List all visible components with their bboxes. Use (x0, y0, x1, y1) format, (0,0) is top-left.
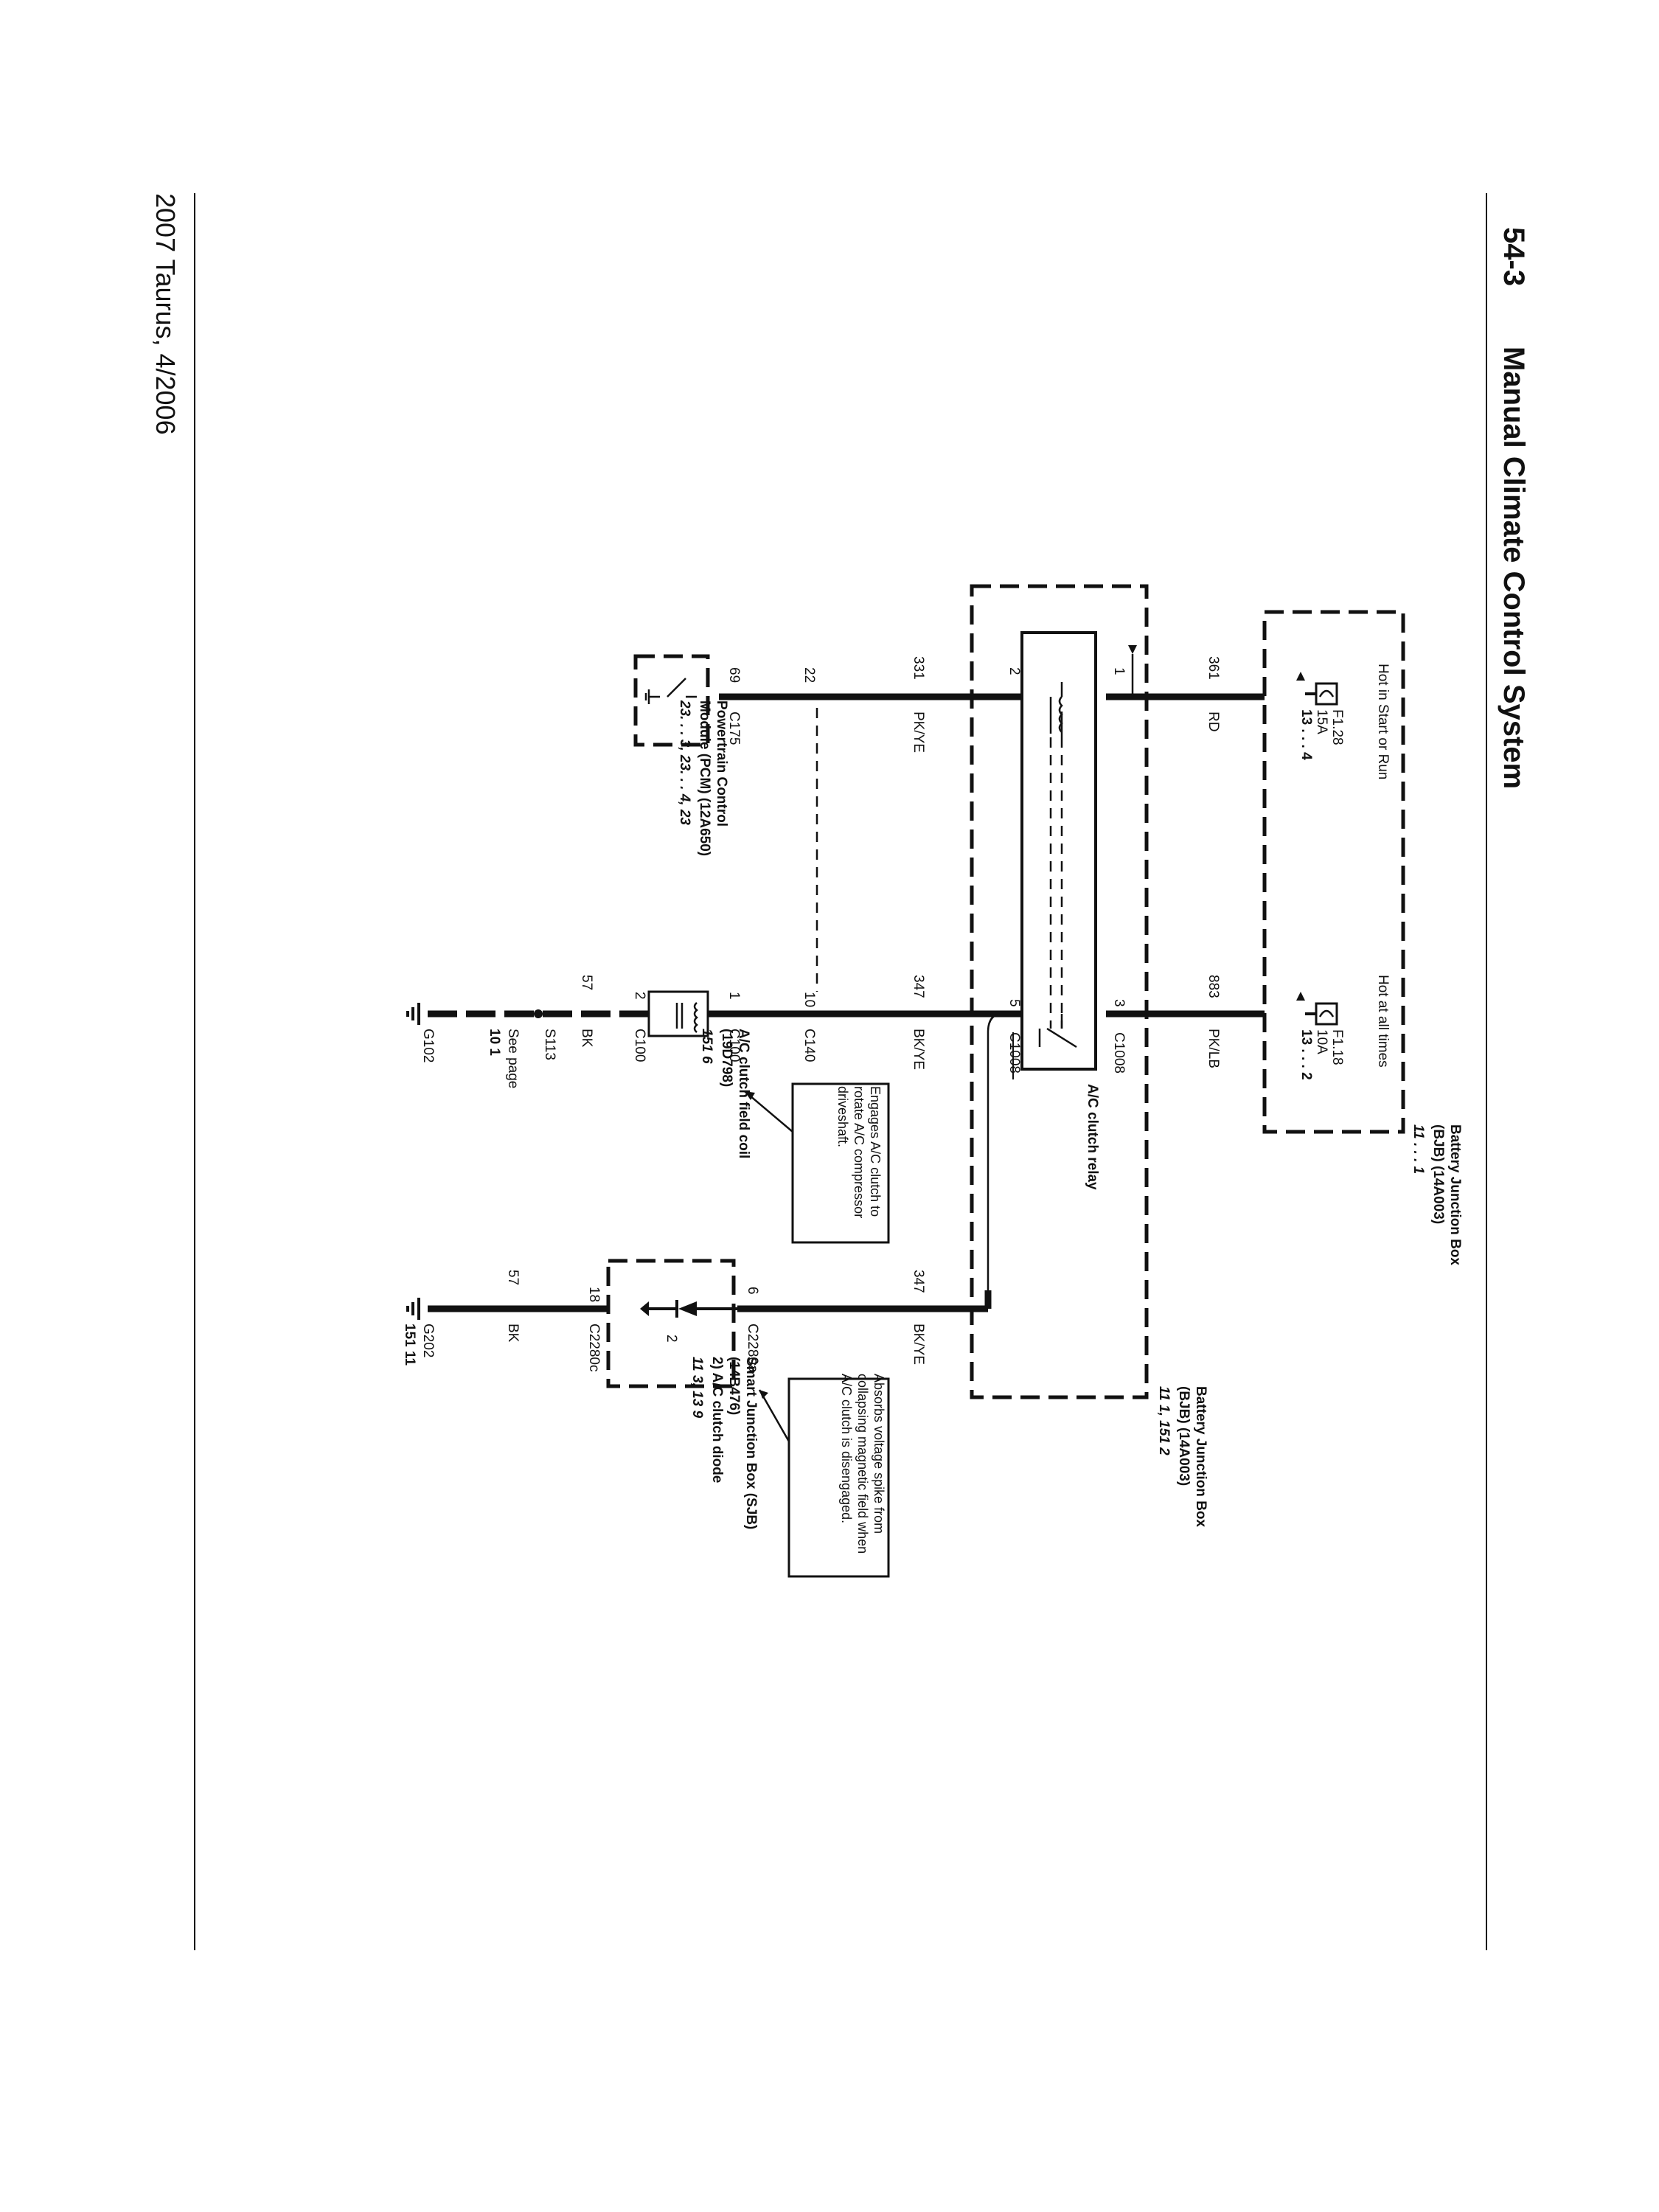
sjb-connector-a: C2280a (745, 1324, 760, 1373)
splice-see-page: See page (505, 1029, 521, 1088)
diode-icon (640, 1300, 737, 1318)
clutch-pin-2: 2 (632, 992, 647, 1000)
relay-feed-up-arrow (1128, 645, 1137, 654)
pcm-ref: 23. . . 3, 23. . . 4, 23 (677, 700, 692, 825)
relay-pin-1: 1 (1111, 667, 1127, 675)
relay-pin-2: 2 (1006, 667, 1022, 675)
relay-pin-3: 3 (1111, 999, 1127, 1007)
bjb-top-label: Battery Junction Box (BJB) (14A003) (1430, 1124, 1463, 1266)
wire-347-sjb-color: BK/YE (911, 1324, 926, 1365)
clutch-note-arrowhead (745, 1091, 755, 1100)
relay-connector-bottom: C1008 (1006, 1032, 1022, 1074)
relay-connector-top: C1008 (1111, 1032, 1127, 1074)
fuse-f1-28-ref: 13 . . . 4 (1298, 709, 1314, 760)
wire-57-right-color: BK (505, 1324, 521, 1343)
fuse-f1-28-name: F1.28 (1329, 709, 1345, 745)
splice-see-ref: 10 1 (487, 1029, 502, 1056)
diode-note-arrowhead (759, 1390, 768, 1399)
pcm-pin-22: 22 (801, 667, 817, 683)
diode-index: 2 (664, 1335, 679, 1343)
wire-347-sjb-circuit: 347 (911, 1270, 926, 1293)
bjb-relay-label-box: Battery Junction Box (BJB) (14A003) 11 1… (1156, 1386, 1208, 1528)
ground-g102-icon (406, 1003, 420, 1025)
relay-name: A/C clutch relay (1085, 1084, 1100, 1190)
fuse-f1-18-ref: 13 . . . 2 (1298, 1029, 1314, 1080)
bjb-relay-box (970, 584, 1149, 1399)
ground-g102: G102 (420, 1029, 436, 1062)
pcm-connector: C175 (726, 712, 742, 745)
sjb-label-box: Smart Junction Box (SJB) (14B476) 2) A/C… (689, 1357, 759, 1530)
clutch-note-text-box: Engages A/C clutch to rotate A/C compres… (835, 1086, 883, 1219)
wire-347-clutch-circuit: 347 (911, 975, 926, 998)
wire-883-color: PK/LB (1206, 1029, 1221, 1068)
pcm-switch-icon (644, 678, 697, 704)
clutch-connector-top: C100 (726, 1029, 742, 1062)
sjb-connector-c: C2280c (586, 1324, 602, 1372)
wire-883-circuit: 883 (1206, 975, 1221, 998)
bjb-relay-ref: 11 1, 151 2 (1156, 1386, 1172, 1455)
clutch-label: A/C clutch field coil (19D798) (719, 1029, 751, 1159)
footer-model-date: 2007 Taurus, 4/2006 (150, 193, 181, 435)
pcm-pin-69: 69 (726, 667, 742, 683)
sjb-ref: 11 3, 13 9 (689, 1357, 705, 1419)
relay-box (1020, 631, 1097, 1071)
diode-note-text-box: Absorbs voltage spike from collapsing ma… (839, 1374, 886, 1554)
sjb-label: Smart Junction Box (SJB) (14B476) (726, 1357, 759, 1530)
clutch-ref: 151 6 (699, 1029, 714, 1064)
page-title: Manual Climate Control System (1498, 347, 1530, 789)
wire-57-left-circuit: 57 (579, 975, 594, 990)
wire-331-color: PK/YE (911, 712, 926, 753)
wire-57-left-color: BK (579, 1029, 594, 1048)
fuse-f1-28-up-arrow (1296, 672, 1305, 681)
clutch-note: Engages A/C clutch to rotate A/C compres… (835, 1086, 883, 1219)
wire-361-circuit: 361 (1206, 656, 1221, 680)
clutch-coil-icon (675, 1002, 698, 1033)
wire-347-branch (987, 1012, 1022, 1290)
sjb-diode-label: 2) A/C clutch diode (709, 1357, 725, 1484)
fuse-f1-28-icon (1305, 682, 1338, 706)
diode-note: Absorbs voltage spike from collapsing ma… (839, 1374, 886, 1554)
fuse-f1-18-rating: 10A (1314, 1029, 1329, 1054)
pcm-label: Powertrain Control Module (PCM) (12A650) (697, 700, 729, 857)
wire-361-color: RD (1206, 712, 1221, 731)
bjb-top-fuse-a-label: Hot in Start or Run (1375, 664, 1391, 779)
page-number: 54-3 (1498, 227, 1530, 286)
clutch-note-box (791, 1082, 890, 1244)
relay-coil-icon (1049, 682, 1063, 737)
diode-note-leader (758, 1389, 790, 1442)
c140-connector: C140 (801, 1029, 817, 1062)
wire-57-right-circuit: 57 (505, 1270, 521, 1285)
ground-g202: G202 (420, 1324, 436, 1357)
sjb-box (606, 1259, 736, 1388)
relay-switch-icon (1038, 737, 1077, 1048)
bjb-relay-label: Battery Junction Box (BJB) (14A003) (1176, 1386, 1208, 1528)
sjb-pin-6: 6 (745, 1287, 760, 1295)
wire-331-circuit: 331 (911, 656, 926, 680)
sjb-pin-18: 18 (586, 1287, 602, 1302)
bjb-top-label-box: Battery Junction Box (BJB) (14A003) 11 .… (1411, 1124, 1463, 1266)
bjb-top-box (1262, 610, 1405, 1134)
clutch-pin-1: 1 (726, 992, 742, 1000)
fuse-f1-18-icon (1305, 1002, 1338, 1026)
c140-pin-10: 10 (801, 992, 817, 1007)
bjb-top-ref: 11 . . . 1 (1411, 1124, 1426, 1175)
pcm-box (633, 654, 710, 747)
clutch-label-box: A/C clutch field coil (19D798) 151 6 (699, 1029, 751, 1159)
ground-g202-icon (406, 1298, 420, 1320)
fuse-f1-28-rating: 15A (1314, 709, 1329, 734)
wire-347-clutch-color: BK/YE (911, 1029, 926, 1070)
splice-s113 (534, 1009, 543, 1018)
clutch-connector-bottom: C100 (632, 1029, 647, 1062)
pcm-label-box: Powertrain Control Module (PCM) (12A650)… (677, 700, 729, 857)
clutch-note-leader (744, 1091, 793, 1133)
bjb-top-fuse-b-label: Hot at all times (1375, 975, 1391, 1068)
diode-note-box (787, 1377, 890, 1578)
fuse-f1-18-name: F1.18 (1329, 1029, 1345, 1065)
ground-g202-ref: 151 11 (402, 1324, 417, 1366)
relay-pin-5: 5 (1006, 999, 1022, 1007)
splice-s113-name: S113 (542, 1029, 557, 1060)
fuse-f1-18-up-arrow (1296, 992, 1305, 1001)
